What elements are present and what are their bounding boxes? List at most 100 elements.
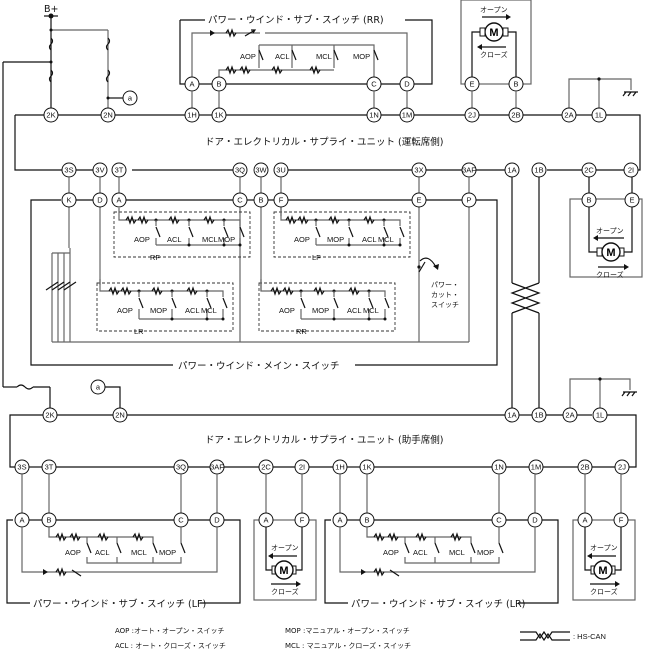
unit-pin: 2N (100, 107, 116, 123)
svg-text:E: E (469, 80, 474, 89)
svg-text:1L: 1L (596, 411, 604, 420)
unit-pin: 2N (112, 407, 128, 423)
motor-pin: A (258, 512, 274, 528)
unit-pin: 2J (464, 107, 480, 123)
sub-switch-pin: A (14, 512, 30, 528)
main-switch-pin: E (411, 192, 427, 208)
svg-text:B: B (258, 196, 263, 205)
svg-text:M: M (489, 27, 498, 39)
svg-text:MCL: MCL (363, 306, 379, 315)
unit-pin: 2A (562, 407, 578, 423)
svg-text:2A: 2A (564, 111, 573, 120)
svg-text:ACL: ACL (185, 306, 200, 315)
svg-text:MCL: MCL (449, 548, 465, 557)
svg-text:LR: LR (134, 327, 144, 336)
svg-text:a: a (96, 383, 101, 392)
main-switch-pin: D (92, 192, 108, 208)
fuse-icon (16, 384, 34, 390)
svg-text:2J: 2J (468, 111, 476, 120)
svg-text:RR: RR (296, 327, 307, 336)
unit-pin: 1K (359, 459, 375, 475)
svg-text:1K: 1K (362, 463, 371, 472)
svg-text:AOP: AOP (294, 235, 310, 244)
svg-text:2I: 2I (299, 463, 305, 472)
svg-text:MOP :マニュアル・オープン・スイッチ: MOP :マニュアル・オープン・スイッチ (285, 627, 410, 635)
motor-icon (601, 242, 621, 262)
main-switch-pin: K (61, 192, 77, 208)
unit-pin: 2J (614, 459, 630, 475)
junction-a-top: a (122, 90, 138, 106)
hs-can-legend-icon (520, 630, 570, 642)
unit-pin: 1L (591, 107, 607, 123)
svg-text:1B: 1B (534, 411, 543, 420)
svg-text:3T: 3T (115, 166, 124, 175)
svg-text:AOP: AOP (117, 306, 133, 315)
svg-text:C: C (178, 516, 184, 525)
svg-text:3U: 3U (276, 166, 286, 175)
resistor-icon (373, 567, 385, 577)
unit-pin: 1L (592, 407, 608, 423)
svg-text:MOP: MOP (159, 548, 176, 557)
unit-pin: 1H (332, 459, 348, 475)
main-switch-title: パワー・ウインド・メイン・スイッチ (178, 361, 340, 372)
svg-text:E: E (629, 196, 634, 205)
motor-pin: F (294, 512, 310, 528)
svg-text:ACL: ACL (362, 235, 377, 244)
svg-text:AOP: AOP (134, 235, 150, 244)
svg-text:MCL: MCL (316, 52, 332, 61)
svg-text:3AF: 3AF (462, 166, 476, 175)
svg-text:3V: 3V (95, 166, 104, 175)
svg-text:D: D (214, 516, 220, 525)
switch-icon (223, 226, 229, 238)
passenger-unit-title: ドア・エレクトリカル・サプライ・ユニット (助手席側) (205, 434, 443, 446)
svg-text:2C: 2C (584, 166, 594, 175)
svg-text:ACL : オート・クローズ・スイッチ: ACL : オート・クローズ・スイッチ (115, 641, 226, 650)
svg-text:1A: 1A (507, 166, 516, 175)
svg-text:F: F (279, 196, 284, 205)
svg-text:MOP: MOP (477, 548, 494, 557)
switch-icon (348, 226, 354, 238)
svg-text:オープン: オープン (590, 544, 618, 552)
switch-icon (383, 226, 389, 238)
switch-icon (206, 297, 212, 309)
switch-icon (300, 297, 306, 309)
motor-pin: F (613, 512, 629, 528)
svg-text:RF: RF (150, 253, 160, 262)
sub-switch-pin: D (209, 512, 225, 528)
switch-icon (239, 226, 245, 238)
sub-switch-rr: パワー・ウインド・サブ・スイッチ (RR) AOP ACL MCL MOP A … (179, 14, 433, 108)
svg-text:AOP: AOP (65, 548, 81, 557)
svg-text:A: A (337, 516, 342, 525)
svg-text:AOP :オート・オープン・スイッチ: AOP :オート・オープン・スイッチ (115, 627, 225, 635)
svg-text:MOP: MOP (353, 52, 370, 61)
variable-resistor-icon (45, 281, 77, 291)
svg-text:AOP: AOP (240, 52, 256, 61)
svg-text:B: B (586, 196, 591, 205)
diode-icon (43, 569, 48, 575)
unit-pin: 2B (577, 459, 593, 475)
main-switch-pin: P (461, 192, 477, 208)
svg-text:1A: 1A (507, 411, 516, 420)
switch-icon (222, 297, 228, 309)
svg-text:オープン: オープン (596, 227, 624, 235)
svg-text:3Q: 3Q (176, 463, 186, 472)
ground-icon (569, 377, 637, 408)
sub-switch-pin: C (173, 512, 189, 528)
unit-pin: 3Q (232, 162, 248, 178)
svg-text:ACL: ACL (347, 306, 362, 315)
svg-text:AOP: AOP (383, 548, 399, 557)
unit-pin: 1A (504, 407, 520, 423)
unit-pin: 3W (253, 162, 269, 178)
svg-text:LF: LF (312, 253, 321, 262)
unit-pin: 1K (211, 107, 227, 123)
resistor-icon (270, 286, 360, 296)
svg-text:2I: 2I (628, 166, 634, 175)
svg-text:MCL: MCL (378, 235, 394, 244)
led-icon (71, 569, 82, 577)
main-switch-pin: C (232, 192, 248, 208)
power-cut-switch-icon (418, 261, 426, 273)
svg-text:P: P (466, 196, 471, 205)
